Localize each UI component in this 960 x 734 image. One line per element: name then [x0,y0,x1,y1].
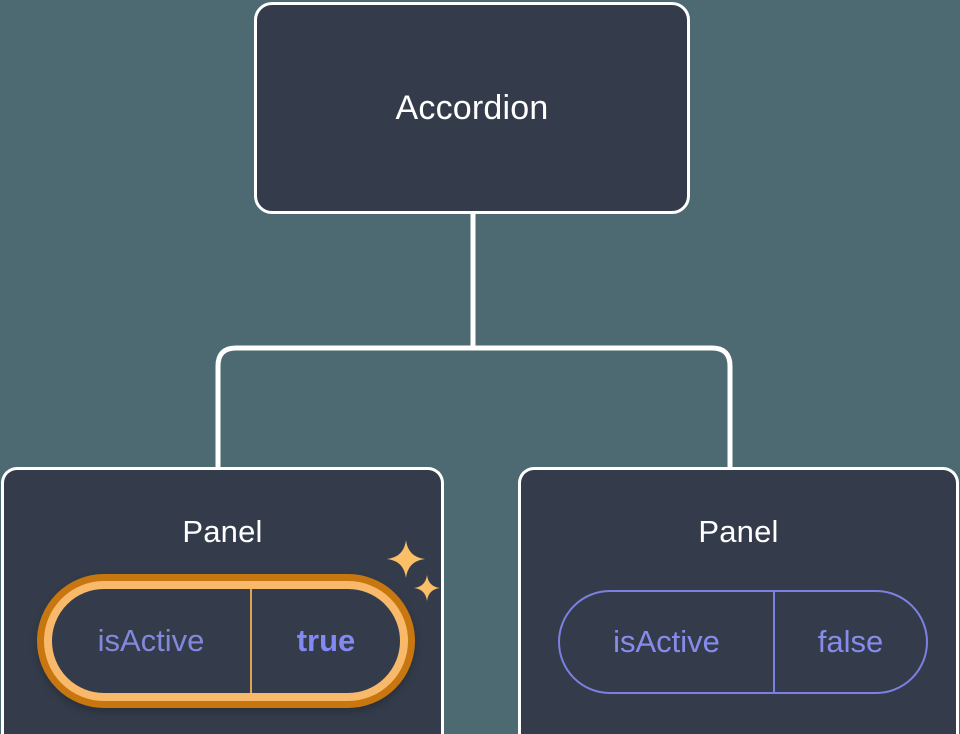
prop-pill-active[interactable]: isActive true [37,574,415,708]
prop-pill-inactive[interactable]: isActive false [558,590,928,694]
node-panel-inactive[interactable]: Panel isActive false [518,467,959,734]
prop-key-isactive-true: isActive [52,589,252,693]
node-accordion[interactable]: Accordion [254,2,690,214]
prop-key-isactive-false: isActive [560,592,775,692]
prop-pill-highlight-ring [37,574,415,708]
connector-branch-bar [215,345,733,468]
node-panel-inactive-label: Panel [698,514,779,549]
sparkle-icon [414,575,440,601]
node-panel-active[interactable]: Panel isActive true [1,467,444,734]
prop-value-false: false [817,624,884,659]
prop-value-true: true [296,623,356,658]
node-panel-active-label: Panel [182,514,263,549]
node-accordion-label: Accordion [395,88,549,127]
sparkle-icon [387,540,425,578]
prop-pill-active-body: isActive true [44,581,408,701]
